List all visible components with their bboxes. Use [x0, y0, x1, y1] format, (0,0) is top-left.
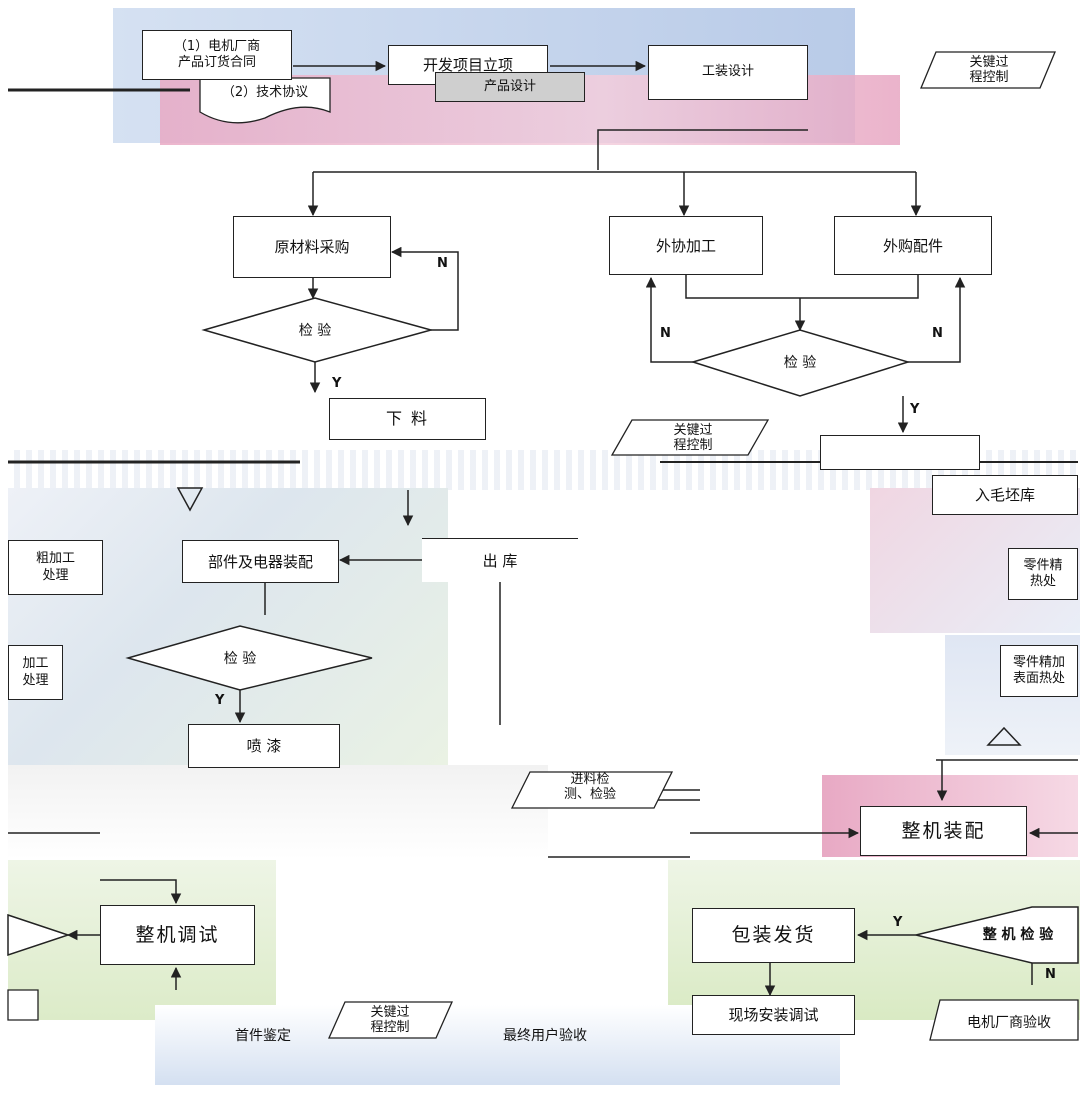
part-electric-assembly-box: 部件及电器装配: [182, 540, 339, 583]
branch-y-left: Y: [332, 376, 342, 391]
whole-debug-box: 整机调试: [100, 905, 255, 965]
raw-material-purchase-box: 原材料采购: [233, 216, 391, 278]
machining-box: 加工 处理: [8, 645, 63, 700]
branch-n-bottom: N: [1045, 967, 1056, 982]
key-process-middle: 关键过 程控制: [673, 423, 713, 453]
material-check-label: 进料检 测、检验: [563, 772, 616, 802]
decision-inspect-right: [690, 329, 911, 397]
inspect-left-label: 检 验: [298, 323, 332, 339]
branch-n-left: N: [437, 256, 448, 271]
key-process-top-right: 关键过 程控制: [969, 55, 1009, 85]
mid-left-tint: [8, 488, 448, 768]
branch-n-right-1: N: [660, 326, 671, 341]
blank-store-header-box: [820, 435, 980, 470]
inspect-right-label: 检 验: [783, 355, 817, 371]
decision-inspect-left: [201, 297, 434, 363]
base-box: 出 库: [422, 538, 578, 582]
whole-assembly-box: 整机装配: [860, 806, 1027, 856]
decision-inspect-assembly: [125, 625, 373, 691]
branch-y-right: Y: [910, 402, 920, 417]
rough-machining-box: 粗加工 处理: [8, 540, 103, 595]
purchased-parts-box: 外购配件: [834, 216, 992, 275]
pack-ship-box: 包装发货: [692, 908, 855, 963]
mid-gray-strip: [8, 765, 548, 860]
branch-y-assembly: Y: [215, 693, 225, 708]
field-install-box: 现场安装调试: [692, 995, 855, 1035]
branch-y-bottom: Y: [893, 915, 903, 930]
branch-n-right-2: N: [932, 326, 943, 341]
product-design-box: 产品设计: [435, 72, 585, 102]
first-article-label: 首件鉴定: [235, 1028, 291, 1044]
decision-bottom-left: [7, 913, 71, 957]
user-acceptance-label: 最终用户验收: [503, 1028, 587, 1044]
factory-acceptance-label: 电机厂商验收: [967, 1015, 1051, 1031]
tooling-design-box: 工装设计: [648, 45, 808, 100]
parts-finish-heat-box: 零件精 热处: [1008, 548, 1078, 600]
tech-agreement-box: （2）技术协议: [221, 84, 309, 100]
decision-whole-inspect: [915, 906, 1079, 964]
blank-store-box: 入毛坯库: [932, 475, 1078, 515]
outsourced-processing-box: 外协加工: [609, 216, 763, 275]
inspect-assembly-label: 检 验: [223, 651, 257, 667]
whole-inspect-label: 整 机 检 验: [982, 927, 1054, 943]
manufacturer-contract-box: （1）电机厂商 产品订货合同: [142, 30, 292, 80]
spray-paint-box: 喷 漆: [188, 724, 340, 768]
blanking-box: 下 料: [329, 398, 486, 440]
parts-finish-surface-box: 零件精加 表面热处: [1000, 645, 1078, 697]
key-process-bottom: 关键过 程控制: [370, 1005, 410, 1035]
